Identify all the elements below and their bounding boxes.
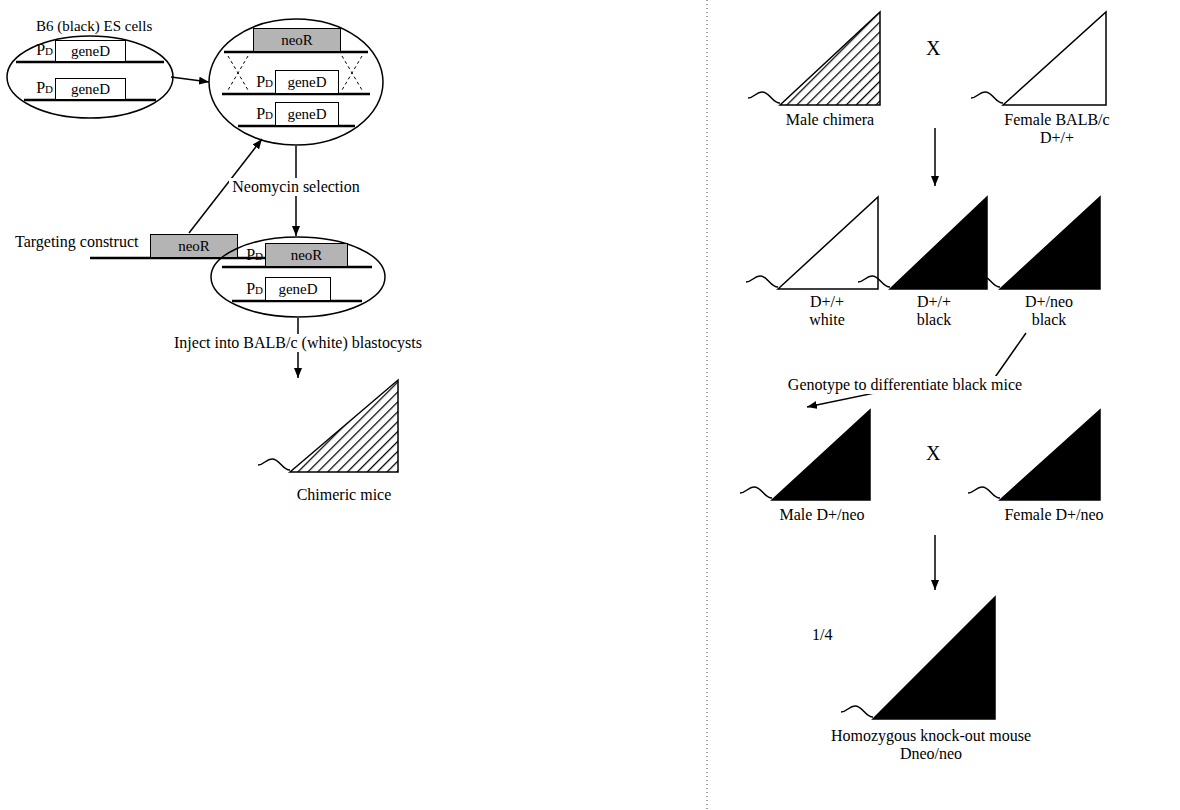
mouse-label: Male chimera [775, 111, 885, 129]
mouse-body [890, 197, 987, 289]
gene-box: neoR [253, 28, 341, 52]
mouse-shape: Female D+/neo [1000, 410, 1100, 500]
mouse-label: Male D+/neo [764, 506, 880, 524]
mouse-tail [258, 459, 290, 470]
promoter-label: PD [36, 41, 53, 60]
ellipse [209, 19, 383, 145]
mouse-figure [780, 12, 880, 105]
mouse-label: Female D+/neo [992, 506, 1116, 524]
promoter-label: PD [246, 246, 263, 265]
gene-box: PDgeneD [275, 70, 339, 94]
mouse-body [772, 410, 870, 500]
mouse-label: Female BALB/c D+/+ [1003, 111, 1111, 147]
promoter-label: PD [246, 280, 263, 299]
promoter-label: PD [256, 73, 273, 92]
cross-symbol: X [926, 37, 940, 59]
gene-name: neoR [151, 237, 237, 255]
mouse-tail [968, 276, 1000, 287]
arrow-connector [807, 333, 1026, 407]
mouse-tail [971, 92, 1003, 103]
gene-box: PDneoR [265, 243, 348, 267]
crossover-line [228, 56, 248, 90]
promoter-label: PD [36, 79, 53, 98]
mouse-tail [968, 487, 1000, 498]
crossover-line [228, 56, 248, 90]
cross-arrow [934, 535, 936, 590]
gene-box: PDgeneD [55, 78, 126, 100]
mouse-label: D+/+ black [905, 293, 963, 329]
mouse-label: D+/+ white [798, 293, 856, 329]
mouse-shape: Male chimera [780, 12, 880, 105]
gene-name: geneD [266, 280, 330, 298]
mouse-label: Chimeric mice [285, 486, 403, 504]
cross-symbol: X [926, 442, 940, 464]
cell-ellipse: neoRPDgeneDPDgeneD [208, 18, 384, 146]
gene-box: PDgeneD [275, 102, 339, 126]
mouse-body [873, 597, 995, 719]
crossover-line [342, 56, 362, 90]
mouse-body [778, 197, 878, 289]
chromosomes [16, 52, 372, 301]
cell-heading: B6 (black) ES cells [36, 17, 152, 35]
mouse-body [1003, 12, 1106, 105]
mouse-body [1000, 197, 1100, 289]
gene-box: PDgeneD [55, 40, 126, 62]
mouse-body [780, 12, 880, 105]
gene-name: geneD [56, 42, 125, 60]
mouse-figure [778, 197, 878, 289]
edge-label: Genotype to differentiate black mice [785, 376, 1025, 394]
mouse-figure [290, 380, 398, 472]
mouse-shape: D+/+ black [890, 197, 987, 289]
mouse-label: D+/neo black [1018, 293, 1080, 329]
gene-name: neoR [266, 246, 347, 264]
gene-name: geneD [276, 105, 338, 123]
mouse-shape: D+/neo black [1000, 197, 1100, 289]
mouse-figure [1000, 197, 1100, 289]
mouse-tail [740, 487, 772, 498]
mouse-tail [748, 92, 780, 103]
mouse-body [290, 380, 398, 472]
ellipse [7, 36, 173, 118]
cross-arrow [934, 128, 936, 186]
ratio-label: 1/4 [812, 626, 832, 644]
mouse-tail [841, 706, 873, 717]
construct-label: Targeting construct [15, 233, 138, 251]
mouse-figure [772, 410, 870, 500]
mouse-figure [873, 597, 995, 719]
divider [707, 0, 708, 810]
edge-label: Inject into BALB/c (white) blastocysts [171, 334, 425, 352]
arrow-connector [171, 77, 209, 82]
promoter-label: PD [256, 105, 273, 124]
mouse-label: Homozygous knock-out mouse Dneo/neo [828, 727, 1034, 763]
mouse-shape: Homozygous knock-out mouse Dneo/neo [873, 597, 995, 719]
edge-label: Neomycin selection [229, 178, 363, 196]
gene-name: geneD [56, 80, 125, 98]
mouse-body [1000, 410, 1100, 500]
gene-name: geneD [276, 73, 338, 91]
mouse-tail [858, 276, 890, 287]
mouse-figure [1000, 410, 1100, 500]
crossover-line [342, 56, 362, 90]
mouse-shape: Chimeric mice [290, 380, 398, 472]
mouse-shape: Male D+/neo [772, 410, 870, 500]
cell-ellipse: PDneoRPDgeneD [210, 236, 386, 318]
mouse-figure [1003, 12, 1106, 105]
mouse-shape: D+/+ white [778, 197, 878, 289]
mouse-shape: Female BALB/c D+/+ [1003, 12, 1106, 105]
cell-ellipse: PDgeneDPDgeneDB6 (black) ES cells [6, 35, 174, 119]
mouse-tail [746, 276, 778, 287]
ellipse [211, 237, 385, 317]
gene-name: neoR [254, 31, 340, 49]
gene-box: PDgeneD [265, 277, 331, 301]
mouse-figure [890, 197, 987, 289]
